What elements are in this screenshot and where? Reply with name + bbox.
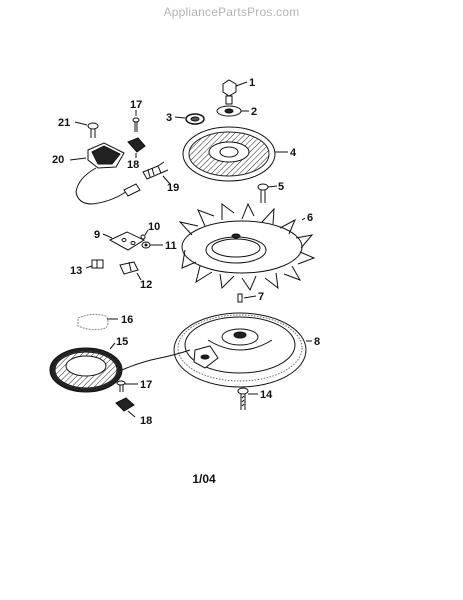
spark-plug-part-19[interactable] — [142, 161, 171, 185]
tie-strap-part-16[interactable] — [77, 313, 118, 331]
callout-1: 1 — [249, 77, 255, 89]
washer-part-2[interactable] — [216, 105, 249, 117]
screen-part-4[interactable] — [182, 126, 288, 182]
callout-11: 11 — [165, 240, 177, 252]
stator-part-15[interactable] — [49, 342, 191, 393]
callout-17-lower: 17 — [140, 379, 152, 391]
flywheel-part-8[interactable] — [173, 312, 312, 388]
callout-16: 16 — [121, 314, 133, 326]
nut-part-3[interactable] — [174, 113, 205, 125]
clamp-part-18-upper[interactable] — [127, 137, 146, 158]
screw-part-10[interactable] — [140, 229, 149, 240]
screw-part-17-lower[interactable] — [116, 380, 138, 392]
nut-part-11[interactable] — [141, 241, 163, 249]
callout-17-upper: 17 — [130, 99, 142, 111]
screw-part-5[interactable] — [257, 183, 278, 203]
clip-part-12[interactable] — [119, 261, 142, 281]
callout-12: 12 — [140, 279, 152, 291]
bracket-part-9[interactable] — [102, 231, 146, 251]
callout-7: 7 — [258, 291, 264, 303]
callout-15: 15 — [116, 336, 128, 348]
bolt-part-1[interactable] — [222, 79, 248, 105]
callout-21: 21 — [58, 117, 70, 129]
callout-13: 13 — [70, 265, 82, 277]
screw-part-14[interactable] — [237, 387, 258, 410]
date-code: 1/04 — [192, 472, 216, 486]
screw-part-17-upper[interactable] — [132, 110, 140, 132]
callout-9: 9 — [94, 229, 100, 241]
callout-5: 5 — [278, 181, 284, 193]
clamp-part-18-lower[interactable] — [115, 397, 136, 418]
callout-18-upper: 18 — [127, 159, 139, 171]
clip-part-13[interactable] — [85, 259, 104, 269]
callout-8: 8 — [314, 336, 320, 348]
callout-18-lower: 18 — [140, 415, 152, 427]
callout-3: 3 — [166, 112, 172, 124]
callout-19: 19 — [167, 182, 179, 194]
callout-10: 10 — [148, 221, 160, 233]
screw-part-21[interactable] — [74, 121, 99, 138]
callout-6: 6 — [307, 212, 313, 224]
callout-20: 20 — [52, 154, 64, 166]
fan-part-6[interactable] — [178, 202, 316, 292]
watermark: AppliancePartsPros.com — [163, 5, 300, 19]
callout-4: 4 — [290, 147, 297, 159]
key-part-7[interactable] — [237, 293, 257, 303]
callout-14: 14 — [260, 389, 273, 401]
callout-2: 2 — [251, 106, 257, 118]
ignition-module-part-20[interactable] — [69, 142, 141, 205]
